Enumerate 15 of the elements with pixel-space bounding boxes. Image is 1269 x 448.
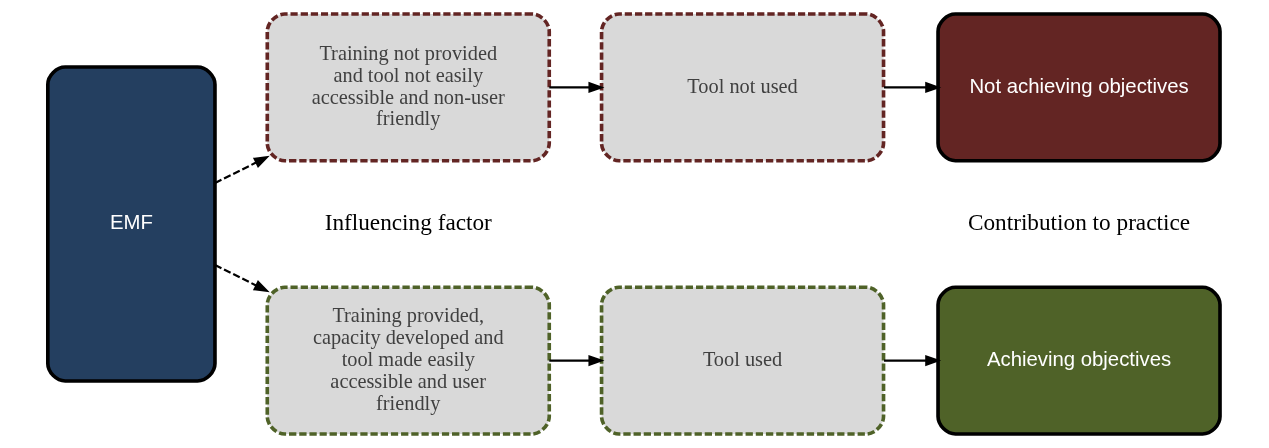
arrow [548, 81, 604, 93]
node-box: Not achieving objectives [935, 12, 1222, 163]
label: Influencing factor [324, 208, 492, 235]
arrow [883, 355, 941, 367]
node-box: Training not provided and tool not easily accessible and non-user friendly [264, 12, 551, 163]
arrow [548, 355, 604, 367]
node-box: Tool not used [599, 12, 885, 163]
node-box: Training provided, capacity developed and tool made easily accessible and user friendly [264, 285, 551, 436]
node-box: Tool used [599, 285, 885, 436]
node-box: Achieving objectives [935, 285, 1222, 436]
arrow [214, 264, 270, 293]
arrow [883, 81, 941, 93]
node-box: EMF [45, 65, 217, 383]
label: Contribution to practice [967, 208, 1190, 235]
arrow [214, 155, 270, 184]
